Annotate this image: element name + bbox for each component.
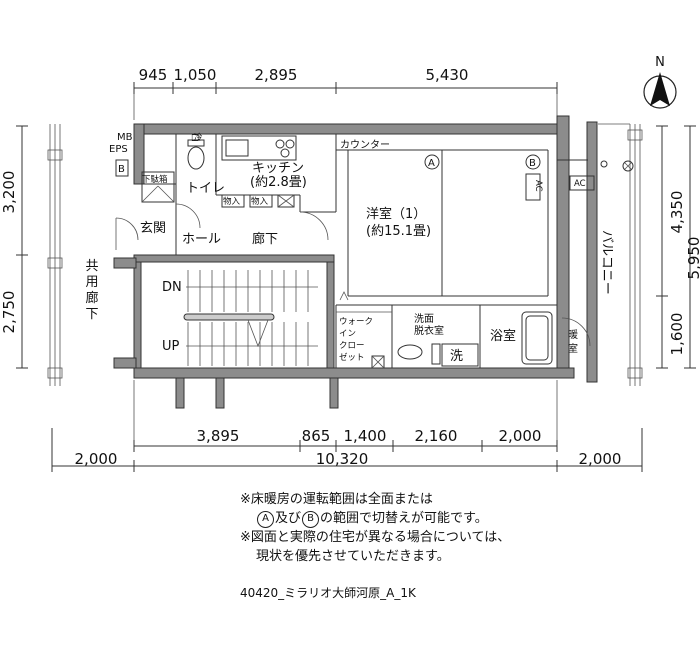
- note-mark-a: A: [257, 511, 274, 528]
- refrigerator-label: 冷: [194, 132, 203, 143]
- ac-unit-label: AC: [533, 180, 543, 192]
- bottom-dimension-lines: 3,895 865 1,400 2,160 2,000 2,000 10,320…: [51, 380, 643, 472]
- western-room-label: 洋室（1）: [366, 206, 426, 222]
- toilet-bowl-icon: [187, 146, 205, 170]
- right-dimension-lines: 4,350 5,950 5,950 1,600: [656, 125, 700, 369]
- note-line-3: ※図面と実際の住宅が異なる場合については、: [240, 530, 511, 545]
- shared-corridor-char-2: 用: [85, 275, 98, 290]
- north-arrow-icon: [650, 72, 670, 106]
- storage2-label: 物入: [251, 196, 269, 207]
- note-line-2-mid: 及び: [275, 511, 302, 526]
- dim-top-4: 5,430: [426, 66, 469, 84]
- walkin-line-1: ウォーク: [339, 317, 373, 327]
- hall-label: ホール: [182, 232, 221, 247]
- zone-a-mark: A: [428, 158, 435, 169]
- dim-right-2-visible: 5,950: [685, 237, 700, 280]
- western-room: A B AC 洋室（1） (約15.1畳): [339, 154, 543, 301]
- stair-treads: [187, 270, 309, 366]
- corridor-label: 廊下: [252, 231, 278, 247]
- dim-bottom-left: 2,000: [75, 450, 118, 468]
- entrance-label: 玄関: [140, 221, 166, 236]
- stove-burner-icon: [275, 139, 285, 149]
- dim-left-1: 3,200: [0, 171, 18, 214]
- wet-area: ウォーク イン クロー ゼット 洗面 脱衣室 洗 浴室 暖 室: [336, 311, 591, 369]
- washroom-line-2: 脱衣室: [414, 324, 444, 337]
- dim-right-3: 1,600: [668, 313, 686, 356]
- dim-right-1: 4,350: [668, 191, 686, 234]
- stairs-down-label: DN: [162, 280, 182, 295]
- b-box-label: B: [118, 164, 125, 175]
- note-line-2-rest: の範囲で切替えが可能です。: [320, 511, 488, 526]
- bath-label: 浴室: [490, 328, 516, 344]
- north-arrow: N: [643, 55, 677, 109]
- dim-top-2: 1,050: [174, 66, 217, 84]
- washbasin-icon: [397, 344, 423, 360]
- walkin-line-3: クロー: [339, 341, 365, 351]
- balcony-area: AC バルコニー: [569, 160, 634, 295]
- dim-top-1: 945: [139, 66, 168, 84]
- kitchen-area: キッチン (約2.8畳) 冷 物入 物入 カウンター: [194, 132, 390, 208]
- ac-outdoor-label: AC: [574, 179, 586, 189]
- left-dimension-line: 3,200 2,750: [0, 125, 28, 369]
- walkin-line-4: ゼット: [339, 352, 365, 363]
- balcony-label: バルコニー: [599, 230, 614, 295]
- entrance-area: MB EPS B 下駄箱 玄関 □ トイレ ホール 廊下: [109, 132, 329, 250]
- eps-label: EPS: [109, 144, 128, 155]
- north-label: N: [655, 55, 665, 70]
- wash-label: 洗: [450, 349, 463, 364]
- top-dimension-line: 945 1,050 2,895 5,430: [133, 66, 558, 120]
- dryer-line-1: 暖: [568, 328, 578, 341]
- stove-burner-icon: [285, 139, 295, 149]
- zone-b-mark: B: [529, 158, 536, 169]
- dim-bottom-2: 865: [302, 427, 331, 445]
- corridor-railing: [47, 124, 63, 386]
- kitchen-label: キッチン: [252, 161, 304, 176]
- western-room-size: (約15.1畳): [366, 224, 431, 239]
- dim-left-2: 2,750: [0, 291, 18, 334]
- stairs-up-label: UP: [162, 339, 180, 354]
- washroom-line-1: 洗面: [414, 313, 434, 325]
- dim-bottom-5: 2,000: [499, 427, 542, 445]
- note-mark-b: B: [302, 511, 320, 528]
- toilet-label: トイレ: [186, 181, 225, 196]
- mb-label: MB: [117, 132, 133, 143]
- shared-corridor-char-1: 共: [85, 259, 98, 274]
- partitions: [134, 134, 588, 368]
- storage1-label: 物入: [223, 196, 241, 207]
- dim-bottom-right: 2,000: [579, 450, 622, 468]
- note-line-4: 現状を優先させていただきます。: [256, 549, 450, 564]
- dryer-line-2: 室: [568, 342, 578, 355]
- note-line-1: ※床暖房の運転範囲は全面または: [240, 492, 433, 507]
- shared-corridor-char-3: 廊: [85, 290, 98, 306]
- shared-corridor-label: 共 用 廊 下: [85, 259, 98, 322]
- dim-bottom-1: 3,895: [197, 427, 240, 445]
- dim-top-3: 2,895: [255, 66, 298, 84]
- stairwell: DN UP: [162, 270, 318, 366]
- dim-bottom-total: 10,320: [316, 450, 369, 468]
- kitchen-size-label: (約2.8畳): [250, 175, 307, 190]
- dim-bottom-3: 1,400: [344, 427, 387, 445]
- shared-corridor-char-4: 下: [85, 307, 98, 322]
- shoe-box-label: 下駄箱: [142, 174, 168, 185]
- walkin-line-2: イン: [339, 329, 356, 339]
- plan-code: 40420_ミラリオ大師河原_A_1K: [240, 586, 416, 600]
- counter-label: カウンター: [340, 139, 390, 151]
- walls: [113, 115, 598, 409]
- stove-burner-icon: [280, 148, 290, 158]
- toilet-tank-label: □: [191, 133, 199, 143]
- dim-bottom-4: 2,160: [415, 427, 458, 445]
